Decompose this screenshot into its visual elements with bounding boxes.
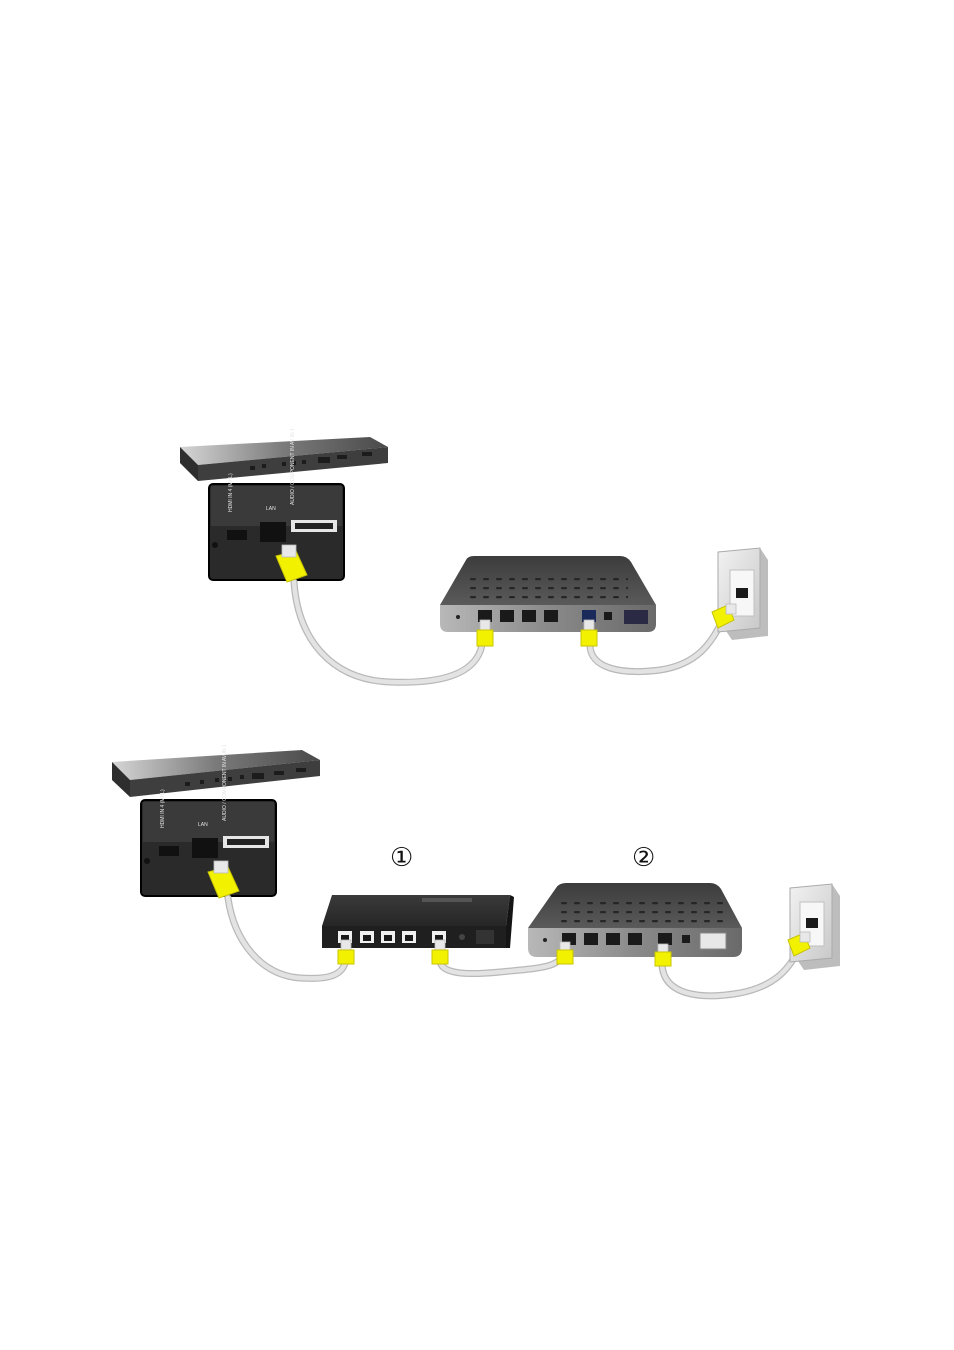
av-port-label: AUDIO / COMPONENT IN AV IN 1 bbox=[290, 428, 296, 505]
callout-1-label: ① bbox=[390, 843, 413, 873]
diagram-2-switch-connection: HDMI IN 4 (MHL) LAN AUDIO / COMPONENT IN… bbox=[112, 744, 840, 996]
lan-port-label: LAN bbox=[266, 506, 276, 512]
router bbox=[440, 556, 656, 632]
hdmi-port-label: HDMI IN 4 (MHL) bbox=[228, 473, 234, 512]
callout-2-label: ② bbox=[632, 843, 655, 873]
diagram-1-direct-connection: HDMI IN 4 (MHL) LAN AUDIO / COMPONENT IN… bbox=[180, 428, 768, 682]
hdmi-port-label-2: HDMI IN 4 (MHL) bbox=[160, 789, 166, 828]
wall-ethernet-socket bbox=[712, 548, 768, 640]
lan-port-label-2: LAN bbox=[198, 822, 208, 828]
tv-rear-panel-2 bbox=[112, 750, 320, 797]
av-port-label-2: AUDIO / COMPONENT IN AV IN 1 bbox=[222, 744, 228, 821]
wall-ethernet-socket-2 bbox=[788, 884, 840, 970]
tv-rear-panel bbox=[180, 437, 388, 481]
